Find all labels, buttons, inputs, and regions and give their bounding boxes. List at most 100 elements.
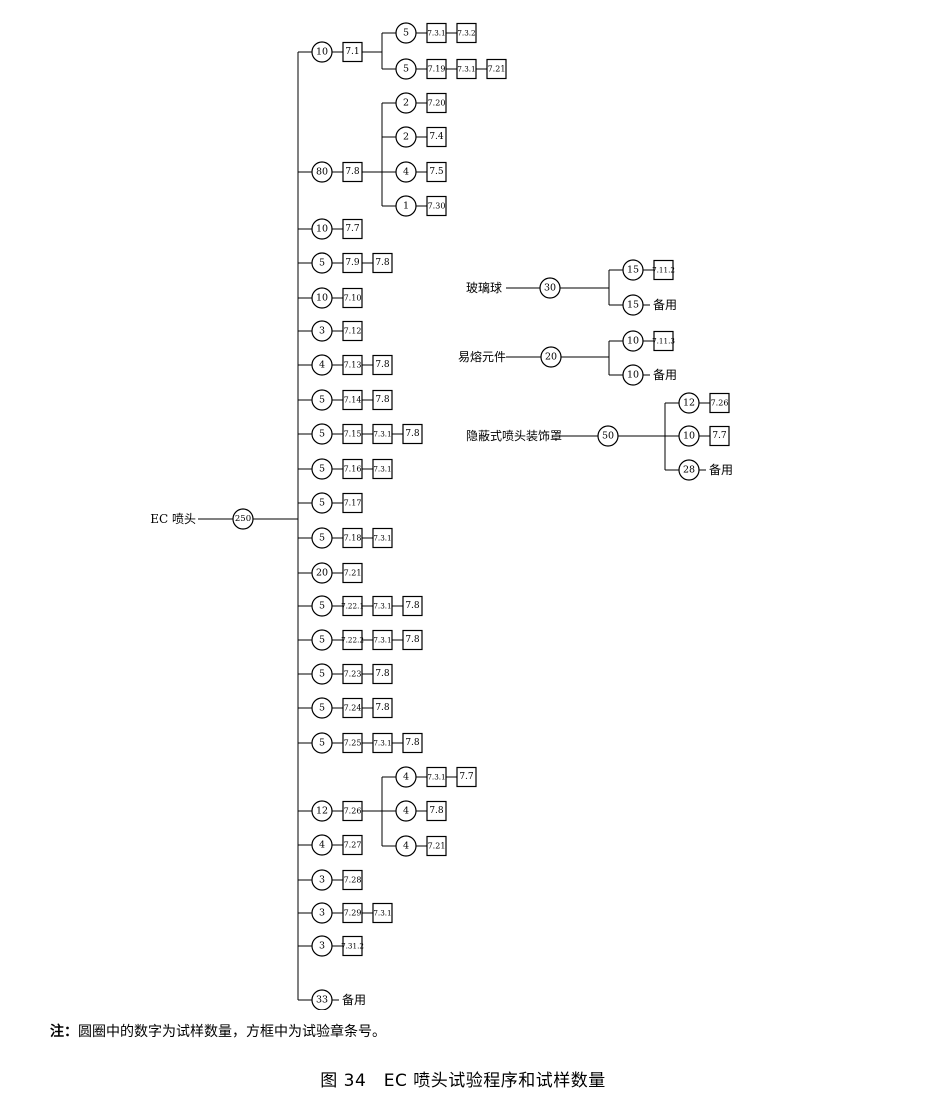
section-box <box>372 458 393 480</box>
section-box-label: 7.20 <box>428 99 446 108</box>
sample-count-label: 10 <box>627 370 639 381</box>
section-box-label: 7.7 <box>712 431 727 441</box>
section-box-label: 7.13 <box>344 361 362 370</box>
section-box-label: 7.31.2 <box>341 942 364 951</box>
sample-count-label: 10 <box>627 336 639 347</box>
sample-count-label: 15 <box>627 265 639 276</box>
sample-count-label: 5 <box>319 533 325 544</box>
diagram-note: 注：圆圈中的数字为试样数量，方框中为试验章条号。 <box>50 1021 386 1041</box>
section-box-label: 7.3.1 <box>373 602 391 611</box>
section-box <box>653 330 674 352</box>
section-box-label: 7.8 <box>405 429 420 439</box>
section-box <box>342 320 363 342</box>
section-box-label: 7.3.1 <box>427 773 445 782</box>
section-box-label: 7.5 <box>429 167 444 177</box>
section-box-label: 7.27 <box>344 841 362 850</box>
sample-count-label: 5 <box>319 395 325 406</box>
sample-count-label: 3 <box>319 326 325 337</box>
section-box-label: 7.8 <box>429 806 444 816</box>
sample-count-label: 2 <box>403 98 409 109</box>
sample-count-label: 33 <box>316 995 328 1006</box>
section-box-label: 7.11.2 <box>652 266 675 275</box>
section-box-label: 7.8 <box>375 395 390 405</box>
section-box-label: 7.14 <box>344 396 362 405</box>
spare-label: 备用 <box>709 463 733 477</box>
section-box-label: 7.8 <box>405 601 420 611</box>
figure-caption: 图 34 EC 喷头试验程序和试样数量 <box>320 1071 606 1091</box>
section-box <box>372 663 393 685</box>
sample-count-label: 5 <box>403 28 409 39</box>
spare-label: 备用 <box>653 368 677 382</box>
section-box-label: 7.21 <box>428 842 446 851</box>
section-box-label: 7.29 <box>344 909 362 918</box>
section-box-label: 7.8 <box>375 669 390 679</box>
sample-count-label: 28 <box>683 465 695 476</box>
section-box-label: 7.19 <box>428 65 446 74</box>
section-box <box>486 58 507 80</box>
section-box-label: 7.3.1 <box>457 65 475 74</box>
section-box <box>653 259 674 281</box>
sample-count-label: 12 <box>683 398 695 409</box>
section-box <box>426 835 447 857</box>
section-box-label: 7.8 <box>405 635 420 645</box>
section-box <box>709 392 730 414</box>
sample-count-label: 10 <box>316 293 328 304</box>
note-prefix: 注： <box>50 1024 78 1040</box>
sample-count-label: 4 <box>319 360 325 371</box>
section-box-label: 7.22.1 <box>341 602 364 611</box>
sample-count-label: 12 <box>316 806 328 817</box>
sample-count-label: 10 <box>316 47 328 58</box>
section-box-label: 7.3.1 <box>373 909 391 918</box>
sample-count-label: 10 <box>316 224 328 235</box>
sample-count-label: 5 <box>319 464 325 475</box>
section-box-label: 7.22.2 <box>341 636 364 645</box>
sample-count-label: 3 <box>319 875 325 886</box>
side-group-label: 易熔元件 <box>458 349 506 364</box>
sample-count-label: 4 <box>403 167 409 178</box>
section-box-label: 7.8 <box>405 738 420 748</box>
section-box <box>372 697 393 719</box>
section-box-label: 7.11.3 <box>652 337 675 346</box>
section-box-label: 7.15 <box>344 430 362 439</box>
section-box <box>426 126 447 148</box>
section-box-label: 7.9 <box>345 258 360 268</box>
section-box <box>342 218 363 240</box>
section-box-label: 7.12 <box>344 327 362 336</box>
spare-label: 备用 <box>342 993 366 1007</box>
section-box <box>372 527 393 549</box>
section-box <box>426 161 447 183</box>
section-box-label: 7.8 <box>375 258 390 268</box>
sample-count-label: 5 <box>319 498 325 509</box>
section-box-label: 7.25 <box>344 739 362 748</box>
section-box <box>426 195 447 217</box>
section-box-label: 7.3.1 <box>373 430 391 439</box>
section-box-label: 7.26 <box>344 807 362 816</box>
section-box <box>709 425 730 447</box>
note-text: 圆圈中的数字为试样数量，方框中为试验章条号。 <box>78 1024 386 1040</box>
sample-count-label: 5 <box>319 738 325 749</box>
sample-count-label: 2 <box>403 132 409 143</box>
sample-count-label: 30 <box>544 283 556 294</box>
spare-label: 备用 <box>653 298 677 312</box>
side-group-label: 玻璃球 <box>466 281 502 295</box>
section-box-label: 7.21 <box>344 569 362 578</box>
section-box-label: 7.17 <box>344 499 362 508</box>
side-group-label: 隐蔽式喷头装饰罩 <box>466 429 562 443</box>
section-box-label: 7.23 <box>344 670 362 679</box>
section-box-label: 7.3.2 <box>457 29 475 38</box>
section-box <box>402 423 423 445</box>
section-box-label: 7.24 <box>344 704 362 713</box>
section-box <box>372 354 393 376</box>
section-box-label: 7.3.1 <box>373 534 391 543</box>
sample-count-label: 5 <box>319 703 325 714</box>
section-box-label: 7.26 <box>711 399 729 408</box>
section-box-label: 7.8 <box>375 360 390 370</box>
sample-count-label: 4 <box>403 806 409 817</box>
section-box <box>402 595 423 617</box>
sample-count-label: 10 <box>683 431 695 442</box>
section-box-label: 7.21 <box>488 65 506 74</box>
section-box <box>342 492 363 514</box>
section-box <box>402 629 423 651</box>
sample-count-label: 1 <box>403 201 409 212</box>
